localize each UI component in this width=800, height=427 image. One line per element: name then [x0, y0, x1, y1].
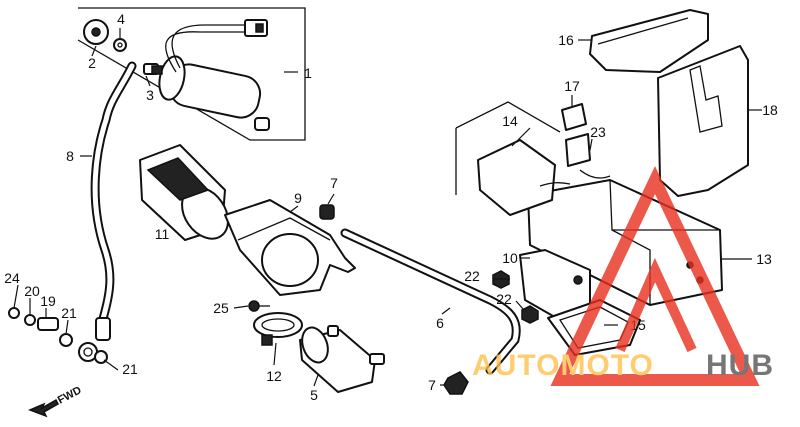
callout-8: 8 — [66, 148, 74, 164]
banjo-bolt-assembly — [8, 307, 108, 364]
callout-5: 5 — [310, 387, 318, 403]
callout-16: 16 — [558, 32, 574, 48]
callout-11: 11 — [155, 226, 170, 242]
callout-24: 24 — [4, 270, 20, 286]
callout-21-upper: 21 — [61, 305, 77, 321]
callout-6: 6 — [436, 315, 444, 331]
fwd-label: FWD — [56, 384, 84, 406]
callout-25: 25 — [213, 300, 229, 316]
cap-2 — [83, 19, 109, 45]
callout-14: 14 — [502, 113, 518, 129]
callout-22-upper: 22 — [464, 268, 480, 284]
fuel-pump-assembly — [77, 7, 306, 141]
forward-direction-marker: FWD — [27, 384, 84, 418]
callout-13: 13 — [756, 251, 772, 267]
watermark-logo — [550, 166, 760, 386]
callout-21-lower: 21 — [122, 361, 138, 377]
fuel-filter-11 — [139, 144, 229, 241]
nut-22-lower — [521, 305, 539, 324]
callout-20: 20 — [24, 283, 40, 299]
callout-18: 18 — [762, 102, 778, 118]
watermark: AUTOMOTO HUB — [472, 166, 774, 386]
callout-2: 2 — [88, 55, 96, 71]
callout-22-lower: 22 — [496, 291, 512, 307]
side-panel-18 — [657, 45, 749, 197]
cover-16 — [589, 9, 709, 73]
callout-4: 4 — [117, 11, 125, 27]
watermark-brand-part1: AUTOMOTO — [472, 349, 654, 382]
callout-23: 23 — [590, 124, 606, 140]
clip-7-lower — [443, 371, 469, 395]
holder-bracket-9 — [224, 199, 356, 296]
callouts: 1 2 3 4 5 6 7 7 8 9 10 11 12 13 14 15 16… — [4, 11, 778, 403]
callout-3: 3 — [146, 87, 154, 103]
relay-assembly — [455, 101, 611, 216]
callout-1: 1 — [304, 65, 312, 81]
clip-7-upper — [319, 204, 335, 220]
band-12 — [253, 312, 303, 346]
fuel-hose-8 — [90, 61, 137, 341]
callout-10: 10 — [502, 250, 518, 266]
leader-lines — [13, 28, 762, 387]
callout-19: 19 — [40, 293, 56, 309]
washer-4 — [113, 38, 127, 52]
callout-9: 9 — [294, 190, 302, 206]
component-5 — [299, 325, 385, 393]
watermark-brand-part2: HUB — [706, 349, 774, 382]
callout-12: 12 — [266, 368, 282, 384]
callout-7-upper: 7 — [330, 175, 338, 191]
tube-6 — [340, 228, 521, 375]
callout-7-lower: 7 — [428, 377, 436, 393]
bolt-25 — [248, 300, 270, 312]
callout-17: 17 — [564, 78, 580, 94]
